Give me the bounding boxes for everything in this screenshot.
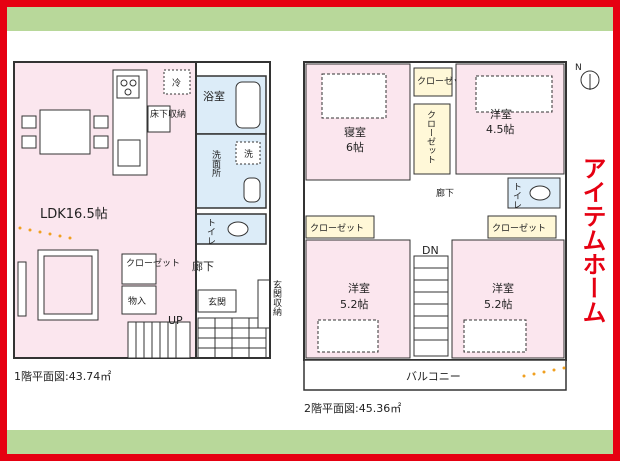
floor-storage-box xyxy=(147,105,171,133)
chair-icon xyxy=(93,115,109,129)
closet-right-box xyxy=(487,215,557,239)
up-label: UP xyxy=(168,314,183,327)
entrance-label: 玄関 xyxy=(208,296,226,308)
washroom-label: 洗面所 xyxy=(210,149,221,178)
bed-icon xyxy=(475,75,553,113)
floor1-right-wall xyxy=(195,61,271,359)
brand-logo: アイテムホーム xyxy=(578,156,606,324)
bedroom-label: 寝室 xyxy=(344,125,366,139)
toilet-icon xyxy=(227,221,249,237)
western-c-size: 5.2帖 xyxy=(484,298,513,311)
entrance-floor-tiles xyxy=(197,317,267,359)
bed-icon xyxy=(321,73,387,119)
top-band xyxy=(7,7,613,31)
bath-label: 浴室 xyxy=(203,89,225,103)
rug-icon xyxy=(43,255,93,315)
ldk-label: LDK16.5帖 xyxy=(40,207,108,222)
chair-icon xyxy=(21,115,37,129)
closet-left-label: クローゼット xyxy=(310,222,364,234)
closet-box-1f xyxy=(121,253,157,285)
toilet-icon xyxy=(529,185,551,201)
balcony-label: バルコニー xyxy=(406,370,461,383)
sink-icon xyxy=(117,139,141,167)
dining-table-icon xyxy=(39,109,91,155)
western-b-label: 洋室 xyxy=(348,281,370,295)
stairs-2f xyxy=(413,255,449,357)
washer-label: 洗 xyxy=(244,148,253,160)
vanity-icon xyxy=(243,177,261,203)
chair-icon xyxy=(21,135,37,149)
stove-icon xyxy=(116,75,140,99)
hallway-label-2f: 廊下 xyxy=(436,187,454,199)
toilet-label-1f: トイレ xyxy=(205,218,216,245)
tv-board-icon xyxy=(17,261,27,317)
closet-vertical-box xyxy=(413,103,451,175)
western-c-label: 洋室 xyxy=(492,281,514,295)
bed-icon xyxy=(463,319,527,353)
entrance-storage-label: 玄関収納 xyxy=(271,279,282,317)
western-a-size: 4.5帖 xyxy=(486,123,515,136)
closet-left-box xyxy=(305,215,375,239)
floor1-title: 1階平面図:43.74㎡ xyxy=(14,369,111,383)
closet-label-1f: クローゼット xyxy=(126,257,180,269)
dotted-accent-lines xyxy=(18,226,566,378)
burner-icon xyxy=(129,79,137,87)
storage-label: 物入 xyxy=(128,295,146,307)
floor2-title: 2階平面図:45.36㎡ xyxy=(304,401,401,415)
closet-small-box xyxy=(413,67,453,97)
bottom-band xyxy=(7,430,613,454)
western-b-size: 5.2帖 xyxy=(340,298,369,311)
dn-label: DN xyxy=(422,244,439,257)
floor-storage-label: 床下収納 xyxy=(150,108,186,120)
stairs-1f xyxy=(127,321,191,359)
fridge-label: 冷 xyxy=(172,77,181,89)
hallway-label-1f: 廊下 xyxy=(192,259,214,273)
storage-box xyxy=(121,285,157,315)
floor1-plan: 冷 床下収納 LDK16.5帖 浴室 洗 洗面所 トイレ 廊下 クローゼット xyxy=(13,61,282,383)
burner-icon xyxy=(124,88,132,96)
floor2-plan: 寝室 6帖 クローゼット クローゼット 洋室 4.5帖 廊下 トイレ クローゼッ… xyxy=(303,61,567,415)
fridge-space xyxy=(163,69,191,95)
closet-right-label: クローゼット xyxy=(492,222,546,234)
western-a-label: 洋室 xyxy=(490,107,512,121)
closet-vertical-label: クローゼット xyxy=(425,110,436,164)
chair-icon xyxy=(93,135,109,149)
washer-space xyxy=(235,141,261,165)
brand-name: アイテムホーム xyxy=(578,156,606,324)
balcony xyxy=(303,359,567,391)
toilet-label-2f: トイレ xyxy=(511,182,522,209)
bedroom-size: 6帖 xyxy=(346,141,364,154)
entrance-storage-box xyxy=(257,279,271,329)
entrance-step xyxy=(197,289,237,313)
compass-icon: N xyxy=(575,63,600,90)
bed-icon xyxy=(317,319,379,353)
compass-north: N xyxy=(575,63,582,73)
bathtub-icon xyxy=(235,81,261,129)
burner-icon xyxy=(120,79,128,87)
